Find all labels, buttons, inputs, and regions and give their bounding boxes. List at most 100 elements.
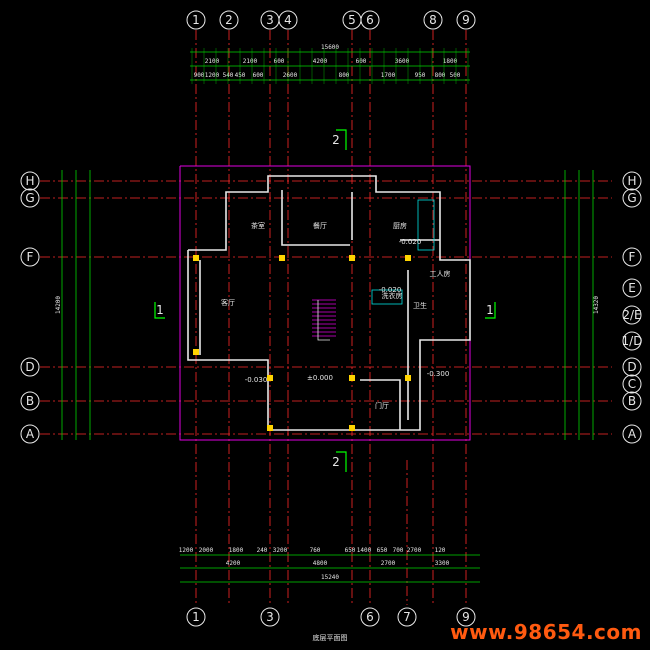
room-toilet: 卫生: [413, 301, 427, 310]
dim-bottom-row1-10: 2700: [407, 547, 422, 554]
dim-top-row2-5: 2600: [283, 72, 298, 79]
section-mark-0: [154, 302, 165, 319]
dim-top-row2-9: 800: [435, 72, 446, 79]
dim-top-row1-1: 2100: [243, 58, 258, 65]
axis-bubble-right-2-label: G: [627, 191, 636, 205]
wall-6: [360, 379, 401, 430]
column-5: [267, 375, 273, 381]
axis-bubble-left-H-label: H: [25, 174, 34, 188]
dim-bottom-row2-0: 4200: [226, 560, 241, 567]
dim-top-row2-6: 800: [339, 72, 350, 79]
wall-0: [187, 175, 471, 431]
dim-bottom-row1-5: 760: [310, 547, 321, 554]
axis-bubble-left-H-circle: [20, 171, 40, 191]
axis-bubble-left-A-label: A: [26, 427, 35, 441]
axis-bubble-right-6-label: 1/D: [622, 334, 643, 348]
axis-bubble-bottom-2-circle: [260, 607, 280, 627]
dim-bottom-overall: 15240: [321, 574, 339, 581]
dim-top-row1-0: 2100: [205, 58, 220, 65]
level-living: ±0.000: [307, 374, 333, 382]
axis-bubble-bottom-3-label: 6: [366, 610, 374, 624]
dim-bottom-row1-8: 650: [377, 547, 388, 554]
axis-bubble-left-F-label: F: [27, 250, 34, 264]
dim-top-row1-6: 1800: [443, 58, 458, 65]
axis-bubble-right-6-circle: [622, 331, 642, 351]
dim-bottom-row2-2: 2700: [381, 560, 396, 567]
dim-bottom-row2-3: 3300: [435, 560, 450, 567]
room-kitchen: 厨房: [393, 221, 407, 230]
dim-bottom-row1-11: 120: [435, 547, 446, 554]
column-2: [349, 255, 355, 261]
axis-bubble-top-8-label: 9: [462, 13, 470, 27]
kitchen-counter: [417, 199, 435, 251]
room-dining: 餐厅: [313, 221, 327, 230]
level-stair: -0.300: [427, 370, 450, 378]
dim-top-overall: 15600: [321, 44, 339, 51]
eave-outline: [179, 165, 471, 441]
room-living_room: 客厅: [221, 298, 235, 307]
axis-bubble-top-1-label: 1: [192, 13, 200, 27]
axis-bubble-bottom-4-circle: [397, 607, 417, 627]
column-9: [349, 425, 355, 431]
axis-bubble-right-10-circle: [622, 424, 642, 444]
axis-bubble-right-10-label: A: [628, 427, 637, 441]
staircase: [312, 299, 336, 341]
axis-bubble-top-5-label: 5: [348, 13, 356, 27]
dim-bottom-row2-1: 4800: [313, 560, 328, 567]
axis-bubble-right-4-circle: [622, 278, 642, 298]
column-3: [405, 255, 411, 261]
level-wash: -0.020: [379, 286, 402, 294]
axis-bubble-left-B-label: B: [26, 394, 34, 408]
axis-bubble-top-6-circle: [360, 10, 380, 30]
axis-bubble-right-7-label: D: [627, 360, 636, 374]
column-0: [193, 255, 199, 261]
axis-bubble-bottom-1-circle: [186, 607, 206, 627]
dim-bottom-row1-7: 1400: [357, 547, 372, 554]
level-kitchen: -0.020: [399, 238, 422, 246]
axis-bubble-right-3-circle: [622, 247, 642, 267]
axis-bubble-bottom-5-label: 9: [462, 610, 470, 624]
axis-bubble-top-2-label: 2: [225, 13, 233, 27]
axis-bubble-top-4-circle: [278, 10, 298, 30]
axis-bubble-top-7-circle: [423, 10, 443, 30]
axis-bubble-left-D-circle: [20, 357, 40, 377]
axis-bubble-top-1-circle: [186, 10, 206, 30]
dim-bottom-row1-6: 650: [345, 547, 356, 554]
axis-bubble-top-8-circle: [456, 10, 476, 30]
room-worker_room: 工人房: [430, 269, 451, 278]
axis-bubble-top-7-label: 8: [429, 13, 437, 27]
room-tea_room: 茶室: [251, 221, 265, 230]
axis-bubble-bottom-2-label: 3: [266, 610, 274, 624]
axis-bubble-top-4-label: 4: [284, 13, 292, 27]
column-6: [349, 375, 355, 381]
axis-bubble-left-G-label: G: [25, 191, 34, 205]
axis-bubble-left-D-label: D: [25, 360, 34, 374]
axis-bubble-right-4-label: E: [628, 281, 636, 295]
dim-top-row2-0: 900: [194, 72, 205, 79]
dim-top-row2-4: 600: [253, 72, 264, 79]
dim-top-row1-3: 4200: [313, 58, 328, 65]
section-mark-1: [485, 302, 496, 319]
dim-top-row2-10: 500: [450, 72, 461, 79]
axis-bubble-right-9-circle: [622, 391, 642, 411]
axis-bubble-right-5-label: 2/E: [622, 308, 641, 322]
axis-bubble-right-9-label: B: [628, 394, 636, 408]
section-mark-label-1: 1: [486, 303, 494, 317]
column-7: [405, 375, 411, 381]
drawing-title: 底层平面图: [313, 633, 348, 642]
dim-top-row1-4: 600: [356, 58, 367, 65]
dim-right-overall: 14320: [593, 296, 600, 314]
section-mark-v-label-0: 2: [332, 133, 340, 147]
axis-bubble-right-7-circle: [622, 357, 642, 377]
dim-bottom-row1-3: 240: [257, 547, 268, 554]
axis-bubble-left-G-circle: [20, 188, 40, 208]
dim-top-row1-5: 3600: [395, 58, 410, 65]
axis-bubble-right-8-label: C: [628, 377, 636, 391]
axis-bubble-bottom-1-label: 1: [192, 610, 200, 624]
section-mark-v-1: [336, 451, 347, 472]
axis-bubble-top-3-label: 3: [266, 13, 274, 27]
axis-bubble-right-2-circle: [622, 188, 642, 208]
dim-top-row2-1: 1200: [205, 72, 220, 79]
room-entry: 门厅: [375, 401, 389, 410]
